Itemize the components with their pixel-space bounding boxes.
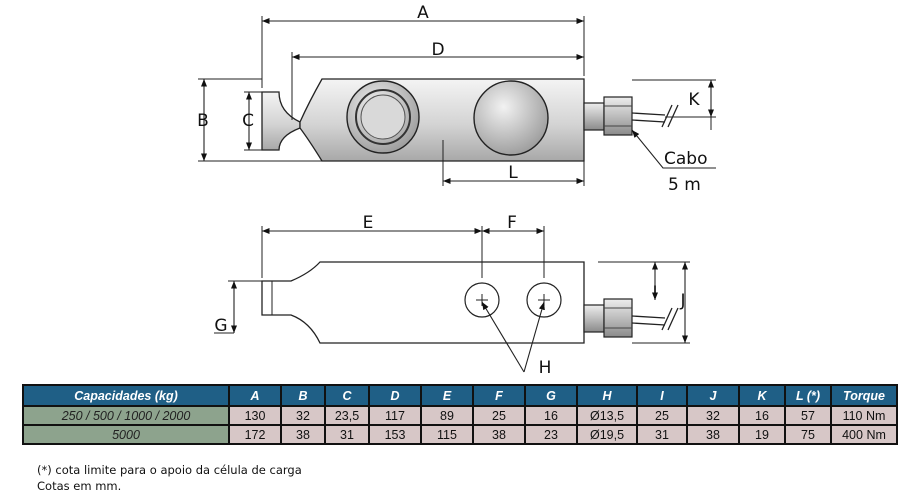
column-header: H bbox=[576, 384, 638, 407]
column-header: Torque bbox=[830, 384, 898, 407]
cable-gland-side bbox=[583, 304, 605, 333]
cable-side bbox=[631, 315, 666, 326]
column-header: G bbox=[524, 384, 578, 407]
table-row: 250 / 500 / 1000 / 2000 130 32 23,5 117 … bbox=[22, 405, 898, 426]
table-cell: 31 bbox=[636, 424, 688, 445]
dimensions-table: Capacidades (kg) A B C D E F G H I J K L… bbox=[22, 384, 898, 445]
table-cell: 89 bbox=[420, 405, 474, 426]
table-cell: 38 bbox=[472, 424, 526, 445]
dimension-label-i: I bbox=[652, 283, 657, 303]
table-cell: 25 bbox=[636, 405, 688, 426]
table-cell: 16 bbox=[738, 405, 786, 426]
dimension-label-l: L bbox=[508, 163, 518, 183]
column-header: C bbox=[324, 384, 370, 407]
table-cell: Ø13,5 bbox=[576, 405, 638, 426]
column-header: D bbox=[368, 384, 422, 407]
cable-leader bbox=[631, 129, 716, 169]
strain-disc bbox=[473, 80, 549, 156]
dimension-label-f: F bbox=[507, 213, 517, 233]
table-cell: 400 Nm bbox=[830, 424, 898, 445]
table-cell: 16 bbox=[524, 405, 578, 426]
column-header: F bbox=[472, 384, 526, 407]
table-cell: 31 bbox=[324, 424, 370, 445]
dimension-label-b: B bbox=[197, 111, 209, 131]
column-header: K bbox=[738, 384, 786, 407]
column-header: Capacidades (kg) bbox=[22, 384, 230, 407]
column-header: B bbox=[280, 384, 326, 407]
table-cell: 130 bbox=[228, 405, 282, 426]
column-header: I bbox=[636, 384, 688, 407]
top-view: A D B C L K Cabo 5 m bbox=[197, 3, 716, 195]
table-cell: 115 bbox=[420, 424, 474, 445]
table-cell: 23 bbox=[524, 424, 578, 445]
dimension-label-d: D bbox=[431, 40, 444, 60]
table-cell: 38 bbox=[280, 424, 326, 445]
dimension-label-j: J bbox=[679, 291, 685, 311]
table-cell: 250 / 500 / 1000 / 2000 bbox=[22, 405, 230, 426]
cable-gland bbox=[583, 102, 605, 131]
footnote-units: Cotas em mm. bbox=[37, 479, 122, 493]
table-cell: 38 bbox=[686, 424, 740, 445]
cable-label: Cabo bbox=[664, 149, 707, 169]
table-cell: 32 bbox=[686, 405, 740, 426]
table-cell: 153 bbox=[368, 424, 422, 445]
table-cell: 75 bbox=[784, 424, 832, 445]
load-cell-drawing: A D B C L K Cabo 5 m bbox=[197, 3, 716, 378]
footnotes: (*) cota limite para o apoio da célula d… bbox=[37, 462, 302, 494]
footnote-limit: (*) cota limite para o apoio da célula d… bbox=[37, 463, 302, 477]
fork-end bbox=[261, 91, 301, 151]
cell-body-side bbox=[261, 261, 585, 344]
table-cell: 110 Nm bbox=[830, 405, 898, 426]
table-row: 5000 172 38 31 153 115 38 23 Ø19,5 31 38… bbox=[22, 424, 898, 445]
table-cell: 32 bbox=[280, 405, 326, 426]
table-cell: 19 bbox=[738, 424, 786, 445]
dimension-label-g: G bbox=[214, 316, 227, 336]
table-cell: Ø19,5 bbox=[576, 424, 638, 445]
column-header: L (*) bbox=[784, 384, 832, 407]
table-cell: 25 bbox=[472, 405, 526, 426]
table-cell: 5000 bbox=[22, 424, 230, 445]
cable-length-label: 5 m bbox=[668, 175, 701, 195]
side-view: E F G I J H bbox=[214, 213, 690, 378]
column-header: E bbox=[420, 384, 474, 407]
table-cell: 172 bbox=[228, 424, 282, 445]
dimension-label-h: H bbox=[539, 358, 552, 378]
table-header-row: Capacidades (kg) A B C D E F G H I J K L… bbox=[22, 384, 898, 407]
table-cell: 57 bbox=[784, 405, 832, 426]
column-header: J bbox=[686, 384, 740, 407]
dimension-label-e: E bbox=[363, 213, 374, 233]
dimension-label-k: K bbox=[688, 90, 700, 110]
table-cell: 117 bbox=[368, 405, 422, 426]
table-cell: 23,5 bbox=[324, 405, 370, 426]
dimension-label-a: A bbox=[417, 3, 429, 23]
cable-top bbox=[631, 112, 666, 123]
dimension-label-c: C bbox=[242, 111, 254, 131]
column-header: A bbox=[228, 384, 282, 407]
